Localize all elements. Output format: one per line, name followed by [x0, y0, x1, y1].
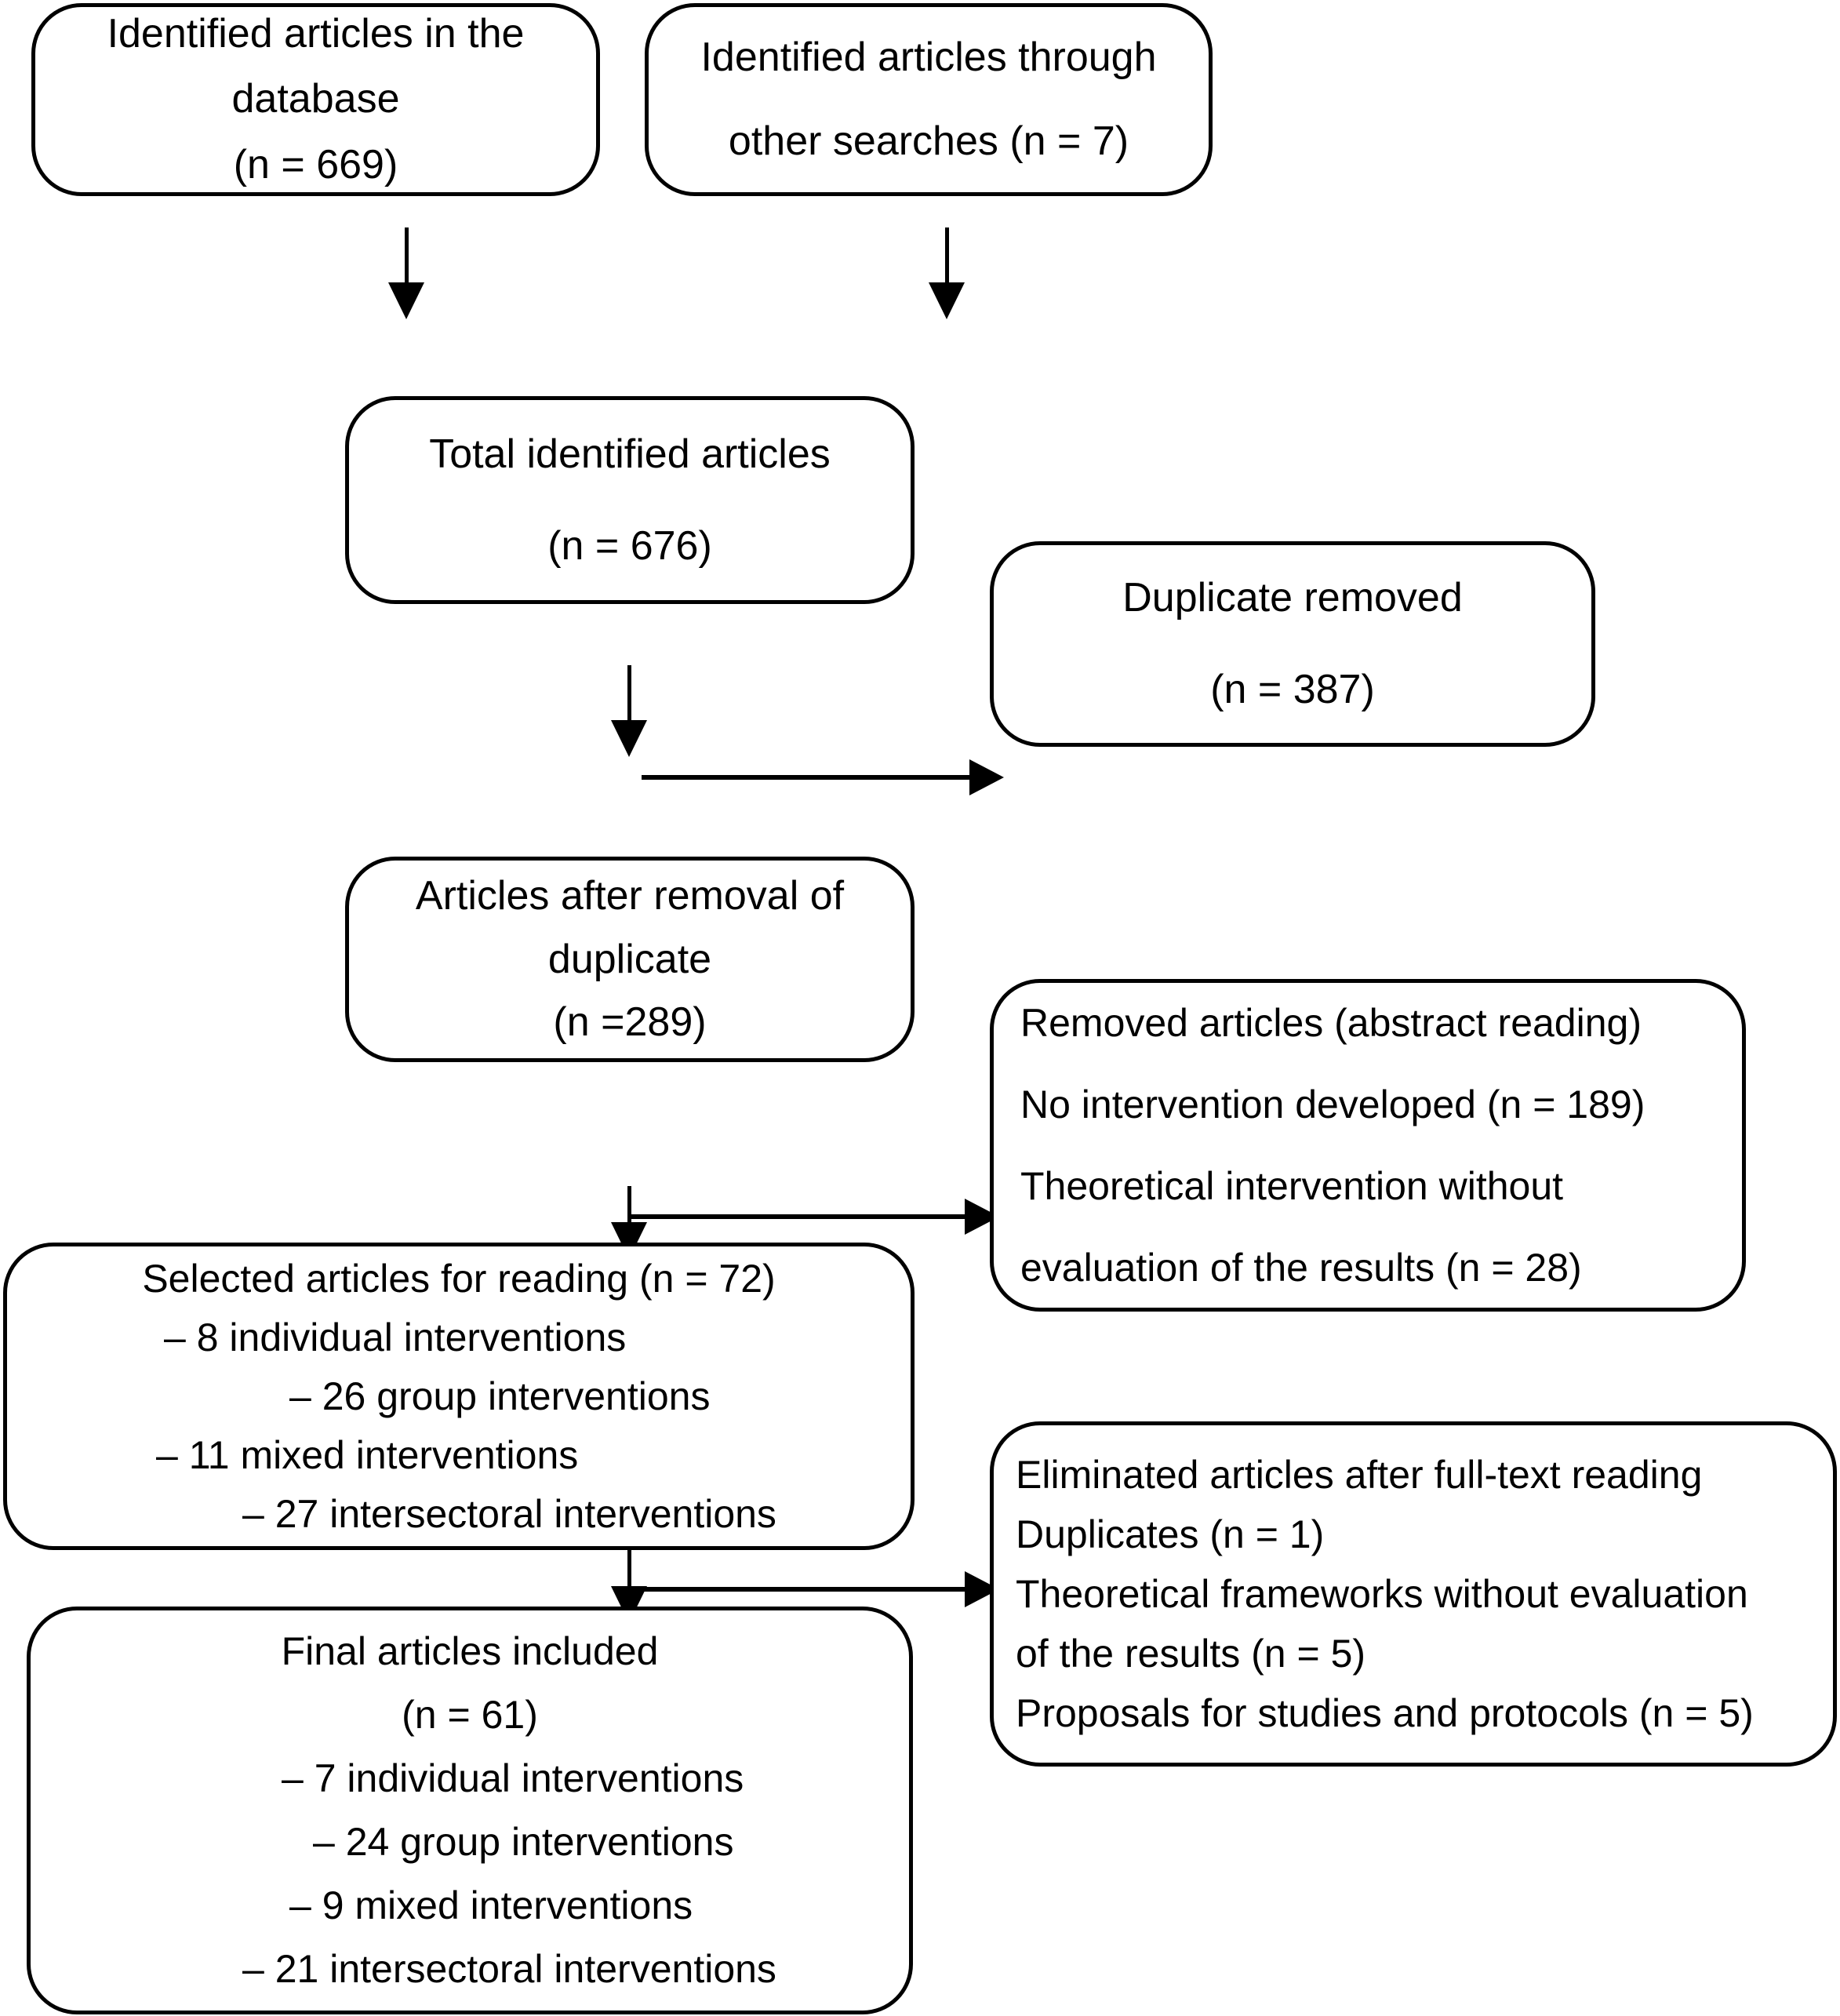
connector-total-down [627, 665, 631, 726]
node-articles-after-removal-of-duplicate: Articles after removal of duplicate (n =… [345, 857, 915, 1062]
node-line: Identified articles through [700, 35, 1157, 81]
node-identified-articles-database: Identified articles in the database (n =… [31, 3, 600, 196]
node-line: – 9 mixed interventions [289, 1883, 693, 1927]
node-line: (n = 61) [402, 1693, 538, 1737]
node-line: Total identified articles [429, 431, 831, 477]
arrowhead-to-duplicate-removed [969, 759, 1004, 795]
node-line: Proposals for studies and protocols (n =… [1016, 1691, 1754, 1735]
connector-to-removed-abstract [629, 1214, 984, 1219]
connector-other-to-total [945, 227, 949, 289]
node-line: (n =289) [553, 999, 707, 1046]
node-line: Eliminated articles after full-text read… [1016, 1453, 1703, 1497]
node-line: (n = 669) [233, 141, 398, 187]
node-removed-articles-abstract-reading: Removed articles (abstract reading) No i… [990, 979, 1746, 1312]
node-line: evaluation of the results (n = 28) [1020, 1246, 1582, 1290]
node-line: No intervention developed (n = 189) [1020, 1083, 1645, 1126]
node-line: other searches (n = 7) [728, 118, 1129, 164]
node-line: – 7 individual interventions [282, 1756, 744, 1800]
node-line: Theoretical frameworks without evaluatio… [1016, 1572, 1748, 1616]
node-line: Identified articles in the [107, 11, 525, 57]
node-identified-articles-other-searches: Identified articles through other search… [645, 3, 1213, 196]
node-line: duplicate [547, 936, 712, 982]
node-line: of the results (n = 5) [1016, 1632, 1366, 1676]
node-line: – 8 individual interventions [164, 1315, 627, 1359]
node-selected-articles-for-reading: Selected articles for reading (n = 72) –… [3, 1243, 915, 1550]
node-line: database [231, 76, 400, 122]
node-line: (n = 387) [1210, 667, 1375, 712]
node-line: Selected articles for reading (n = 72) [142, 1256, 776, 1301]
node-line: Final articles included [281, 1629, 659, 1673]
arrowhead-db-to-total [388, 282, 424, 319]
connector-to-eliminated-fulltext [629, 1587, 984, 1592]
node-line: Removed articles (abstract reading) [1020, 1001, 1642, 1045]
node-line: – 11 mixed interventions [156, 1432, 579, 1477]
node-line: Duplicates (n = 1) [1016, 1512, 1325, 1556]
connector-to-duplicate-removed [642, 775, 979, 780]
node-line: – 24 group interventions [313, 1820, 734, 1864]
node-eliminated-articles-after-full-text-reading: Eliminated articles after full-text read… [990, 1421, 1837, 1767]
node-line: – 27 intersectoral interventions [242, 1491, 776, 1536]
node-line: Theoretical intervention without [1020, 1164, 1564, 1208]
arrowhead-total-down [611, 720, 647, 757]
node-duplicate-removed: Duplicate removed (n = 387) [990, 541, 1595, 747]
arrowhead-other-to-total [929, 282, 965, 319]
node-line: Duplicate removed [1122, 575, 1463, 620]
node-line: – 26 group interventions [289, 1374, 711, 1418]
node-final-articles-included: Final articles included (n = 61) – 7 ind… [27, 1607, 913, 2014]
node-line: Articles after removal of [415, 873, 845, 919]
node-line: – 21 intersectoral interventions [242, 1947, 776, 1991]
node-line: (n = 676) [547, 522, 712, 569]
node-total-identified-articles: Total identified articles (n = 676) [345, 396, 915, 604]
connector-db-to-total [405, 227, 409, 289]
